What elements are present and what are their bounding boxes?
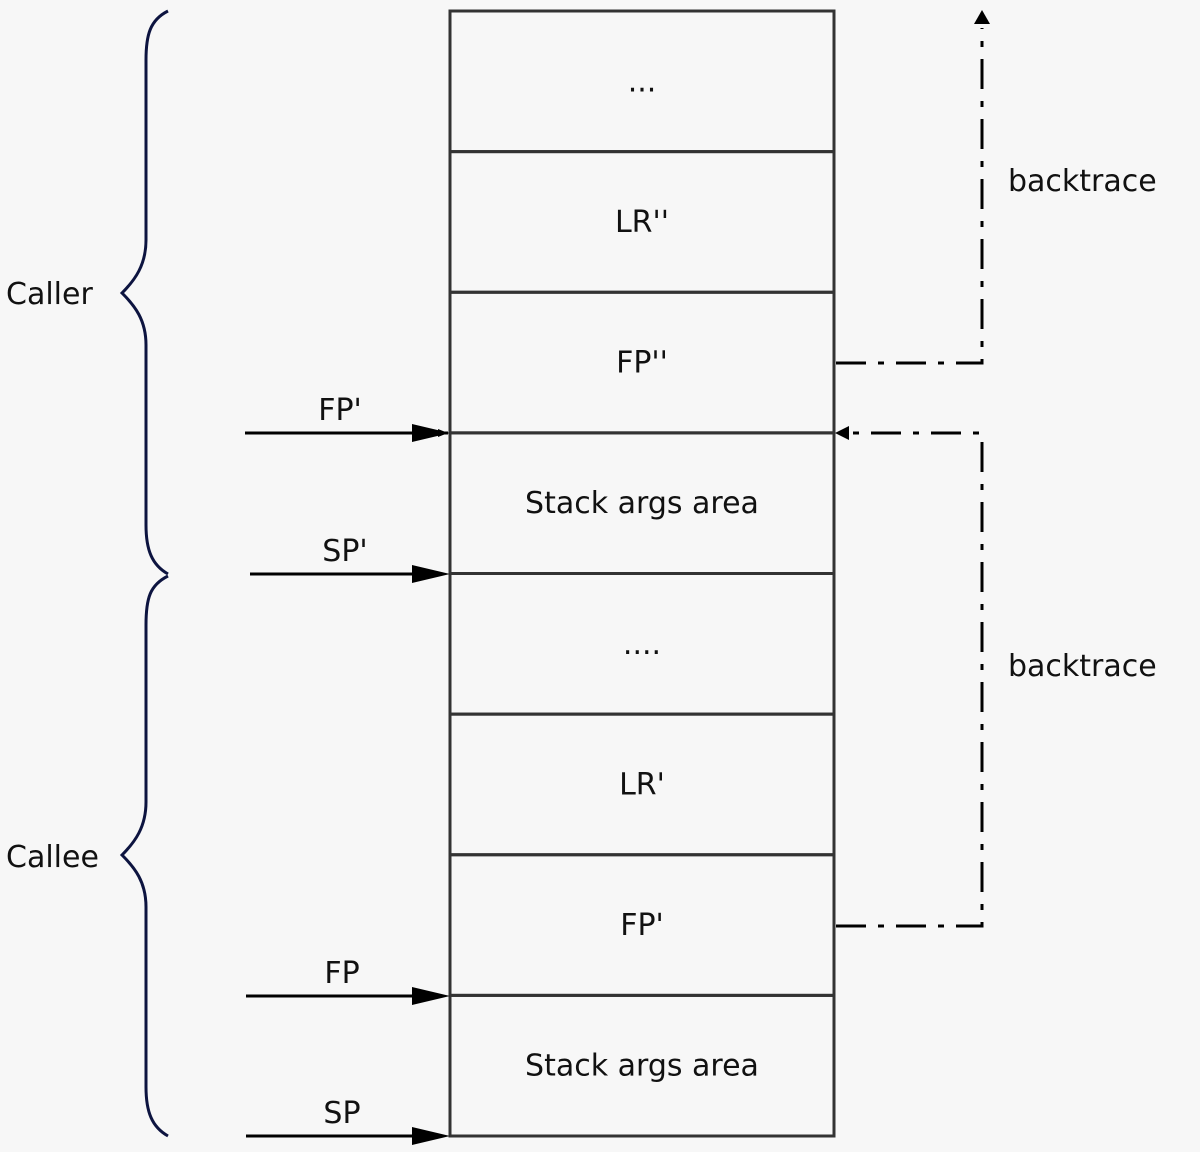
stack-cell-label: .... <box>623 627 661 662</box>
pointer-sp: SP <box>246 1096 450 1145</box>
pointer-fp-prime: FP' <box>245 393 450 442</box>
stack-cell-label: Stack args area <box>525 1049 759 1084</box>
stack-cell-label: Stack args area <box>525 486 759 521</box>
stack-cell-label: FP' <box>620 908 664 943</box>
pointer-label: SP' <box>322 534 367 569</box>
stack-cell-label: ... <box>628 64 657 99</box>
pointer-label: FP' <box>318 393 362 428</box>
stack-cell-label: LR'' <box>615 205 669 240</box>
pointer-sp-prime: SP' <box>250 534 450 583</box>
backtrace-label: backtrace <box>1008 164 1157 199</box>
backtrace-arrow-lower: backtrace <box>835 426 1157 928</box>
callee-brace <box>119 574 169 1138</box>
backtrace-arrow-upper: backtrace <box>836 10 1157 365</box>
stack-cell <box>448 993 836 1138</box>
stack-cell-label: FP'' <box>616 346 668 381</box>
caller-label: Caller <box>6 277 93 312</box>
caller-brace <box>119 9 169 576</box>
arrow-left-icon <box>835 426 849 440</box>
callee-label: Callee <box>6 840 99 875</box>
stack-cell-label: LR' <box>619 767 665 802</box>
arrow-up-icon <box>974 10 990 24</box>
pointer-fp: FP <box>246 956 450 1005</box>
backtrace-label: backtrace <box>1008 649 1157 684</box>
pointer-label: SP <box>323 1096 360 1131</box>
stack-cells: ... LR'' FP'' Stack args area.... LR' FP' Stac… <box>448 9 836 1138</box>
pointer-label: FP <box>324 956 359 991</box>
